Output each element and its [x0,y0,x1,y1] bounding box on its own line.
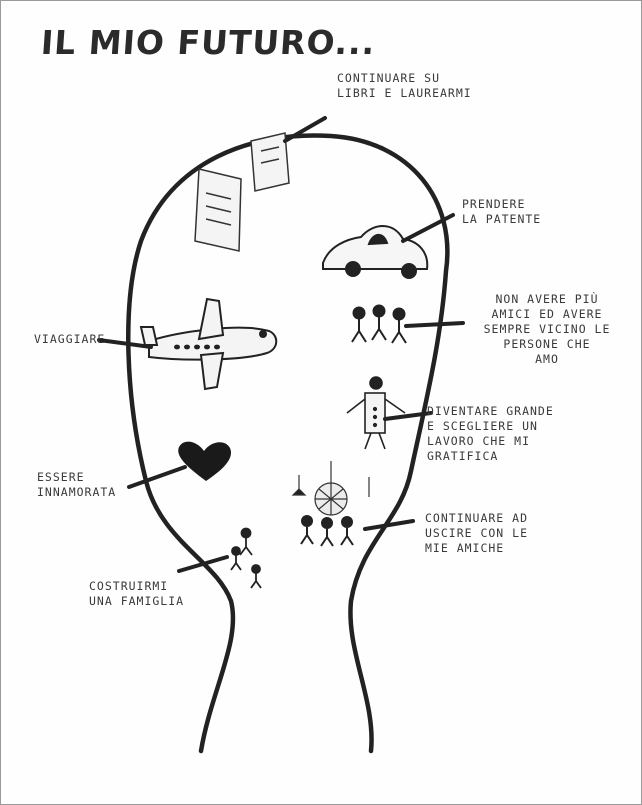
disco-ball-icon [293,461,369,515]
pointer-friends [406,323,463,326]
pointer-family [179,557,227,571]
note-job: DIVENTARE GRANDE E SCEGLIERE UN LAVORO C… [427,404,627,464]
note-family: COSTRUIRMI UNA FAMIGLIA [89,579,239,609]
note-goout: CONTINUARE AD USCIRE CON LE MIE AMICHE [425,511,625,556]
books-icon [195,133,289,251]
note-travel: VIAGGIARE [34,332,144,347]
note-friends: NON AVERE PIÙ AMICI ED AVERE SEMPRE VICI… [467,292,627,367]
note-love: ESSERE INNAMORATA [37,470,157,500]
heart-icon [178,442,231,481]
head-outline [128,135,447,751]
friends-icon [352,306,406,344]
note-library: CONTINUARE SU LIBRI E LAUREARMI [337,71,527,101]
dancing-friends-icon [301,516,353,546]
airplane-icon [141,299,276,389]
car-icon [323,226,427,278]
note-license: PRENDERE LA PATENTE [462,197,592,227]
worker-icon [347,377,405,449]
